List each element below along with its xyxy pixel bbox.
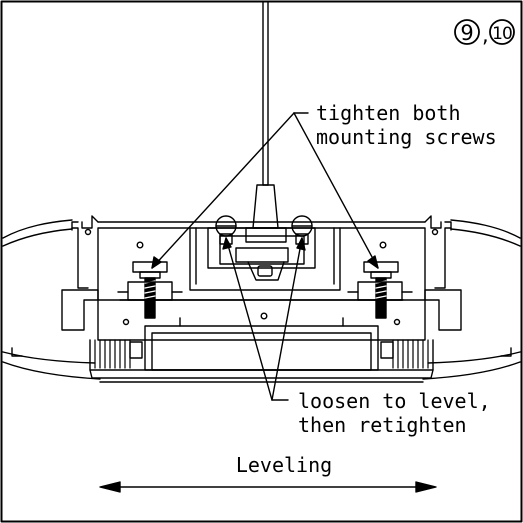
leveling-bracket	[189, 227, 341, 291]
mounting-screw-right	[347, 261, 413, 319]
callout-tighten-leader-left	[151, 112, 295, 269]
callout-loosen-leader-left	[225, 237, 273, 401]
arrowhead-loosen-right	[296, 237, 306, 251]
arrowhead-left	[151, 256, 162, 269]
callout-loosen-line-1: loosen to level,	[298, 389, 491, 413]
arrowhead-leveling-left	[99, 481, 121, 493]
suspension-cable	[262, 1, 269, 186]
step-badges: 9 , 10	[454, 19, 515, 47]
fixture-housing-right	[422, 219, 521, 380]
callout-tighten	[151, 112, 379, 269]
fixture-housing-left	[2, 219, 101, 380]
arrowhead-leveling-right	[415, 481, 437, 493]
step-number-9: 9	[460, 21, 473, 45]
step-badge-10	[489, 19, 515, 45]
cable-gland	[245, 184, 287, 243]
leveling-screw-right	[291, 215, 313, 245]
leveling-double-arrow	[99, 481, 437, 493]
mounting-screw-left	[117, 261, 183, 319]
step-separator: ,	[482, 23, 489, 47]
callout-tighten-line-1: tighten both	[316, 101, 461, 125]
fixture-housing-body	[61, 215, 462, 383]
callout-tighten-line-2: mounting screws	[316, 125, 497, 149]
callout-loosen	[222, 237, 306, 401]
arrowhead-right	[367, 255, 379, 269]
leveling-label: Leveling	[236, 453, 332, 477]
step-number-10: 10	[492, 24, 512, 44]
callout-tighten-leader-right	[293, 112, 379, 269]
callout-loosen-leader-right	[271, 237, 303, 401]
step-badge-9	[454, 19, 480, 45]
callout-loosen-line-2: then retighten	[298, 413, 467, 437]
arrowhead-loosen-left	[222, 237, 232, 250]
